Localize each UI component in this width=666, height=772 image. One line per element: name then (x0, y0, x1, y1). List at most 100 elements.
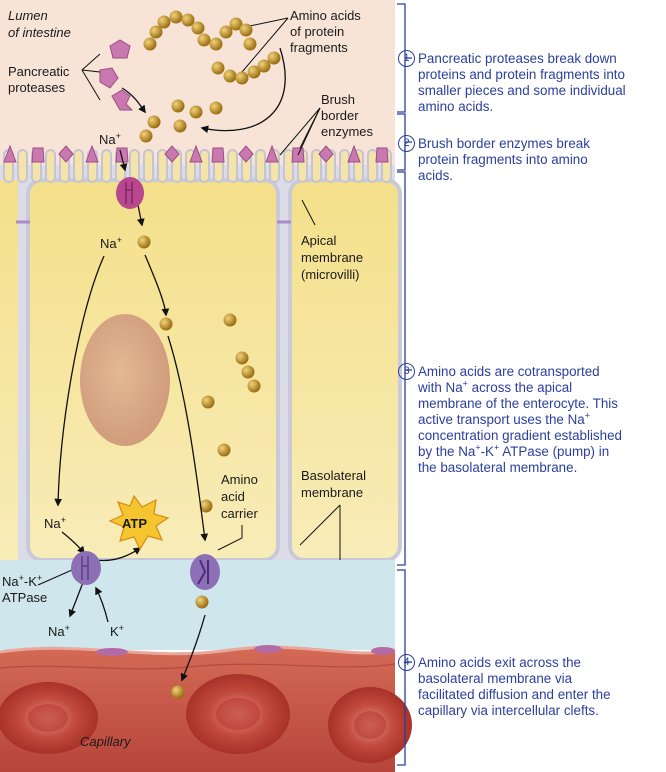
amino-acid (211, 61, 225, 75)
microvillus (367, 149, 378, 183)
amino-acid (241, 365, 255, 379)
amino-fragments-label: Amino acids of protein fragments (290, 8, 364, 55)
endothelial-nucleus (254, 645, 282, 653)
amino-acid (191, 21, 205, 35)
amino-acid (239, 23, 253, 37)
brush-border-enzyme (115, 147, 129, 163)
microvillus (339, 149, 350, 183)
step-1-text: Pancreatic proteases break down proteins… (418, 51, 626, 114)
brush-border-enzyme (189, 144, 203, 163)
amino-acid-carrier-label: Amino acid carrier (221, 472, 261, 521)
microvillus (283, 149, 294, 183)
step-3-text: Amino acids are cotransported with Na+ a… (418, 364, 622, 475)
step-4-number: 4 (398, 654, 415, 671)
brush-border-enzyme (265, 144, 279, 163)
amino-acid (223, 313, 237, 327)
amino-acid (159, 317, 173, 331)
microvillus (199, 149, 210, 183)
amino-acid-carrier (190, 554, 220, 590)
step-2-text: Brush border enzymes break protein fragm… (418, 136, 590, 183)
amino-acid (247, 379, 261, 393)
amino-acid (229, 17, 243, 31)
microvillus (311, 149, 322, 183)
brush-border-enzyme (58, 145, 74, 163)
brush-border-enzyme (164, 145, 180, 163)
step-3-caption: 3 Amino acids are cotransported with Na+… (398, 363, 623, 476)
step-2-number: 2 (398, 135, 415, 152)
enterocyte-layer (0, 165, 402, 575)
amino-acid (201, 395, 215, 409)
sodium-label-cytoplasm: Na+ (100, 235, 122, 251)
red-blood-cell (186, 674, 290, 754)
amino-acid (189, 105, 203, 119)
brush-border-enzyme (31, 147, 45, 163)
amino-acid (199, 499, 213, 513)
atp-label: ATP (122, 516, 147, 531)
amino-acid (247, 65, 261, 79)
red-blood-cell (0, 682, 98, 754)
sodium-amino-acid-cotransporter (116, 177, 144, 209)
microvilli (3, 144, 392, 183)
microvillus (17, 149, 28, 183)
capillary (0, 645, 412, 772)
microvillus (45, 149, 56, 183)
pancreatic-proteases (99, 39, 134, 111)
capillary-label: Capillary (80, 734, 132, 749)
microvillus (101, 149, 112, 183)
amino-acid (217, 443, 231, 457)
brush-border-enzyme (85, 144, 99, 163)
amino-acids (137, 10, 281, 699)
microvillus (157, 149, 168, 183)
amino-acid (149, 25, 163, 39)
endothelial-nucleus (371, 647, 395, 655)
brush-border-enzyme (3, 144, 17, 163)
apical-membrane-label: Apical membrane (microvilli) (301, 233, 367, 282)
sodium-label-exit: Na+ (48, 623, 70, 639)
microvillus (255, 149, 266, 183)
amino-acid (197, 33, 211, 47)
brush-border-enzyme (238, 145, 254, 163)
amino-acid (143, 37, 157, 51)
amino-acid (171, 99, 185, 113)
na-k-atpase-pump (71, 551, 101, 585)
amino-acid (257, 59, 271, 73)
pancreatic-proteases-label: Pancreatic proteases (8, 64, 73, 95)
amino-acid (169, 10, 183, 24)
amino-acid (243, 37, 257, 51)
amino-acid (235, 351, 249, 365)
red-blood-cell (328, 687, 412, 763)
microvillus (73, 149, 84, 183)
lumen-label: Lumen of intestine (8, 8, 71, 40)
basolateral-membrane-label: Basolateral membrane (301, 468, 370, 500)
enterocyte-left-edge (0, 180, 18, 565)
amino-acid (219, 25, 233, 39)
transport-arrows (54, 47, 286, 682)
potassium-label: K+ (110, 623, 124, 639)
cell-nucleus (80, 314, 170, 446)
amino-acid (171, 685, 185, 699)
step-1-caption: 1 Pancreatic proteases break down protei… (398, 50, 663, 115)
brush-border-enzyme (318, 145, 334, 163)
amino-acid (235, 71, 249, 85)
step-3-number: 3 (398, 363, 415, 380)
step-1-number: 1 (398, 50, 415, 67)
brush-border-enzyme (211, 147, 225, 163)
amino-acid (223, 69, 237, 83)
brush-border-enzymes-label: Brush border enzymes (321, 92, 374, 139)
amino-acid (173, 119, 187, 133)
amino-acid (139, 129, 153, 143)
amino-acid (209, 101, 223, 115)
amino-acid (267, 51, 281, 65)
step-4-text: Amino acids exit across the basolateral … (418, 655, 611, 718)
amino-acid (147, 115, 161, 129)
atp-starburst: ATP (108, 494, 170, 551)
step-2-caption: 2 Brush border enzymes break protein fra… (398, 135, 618, 184)
amino-acid (195, 595, 209, 609)
sodium-label-lumen: Na+ (99, 131, 121, 147)
endothelial-nucleus (96, 648, 128, 656)
sodium-label-basal: Na+ (44, 515, 66, 531)
microvillus (143, 149, 154, 183)
step-4-caption: 4 Amino acids exit across the basolatera… (398, 654, 628, 719)
amino-acid (137, 235, 151, 249)
